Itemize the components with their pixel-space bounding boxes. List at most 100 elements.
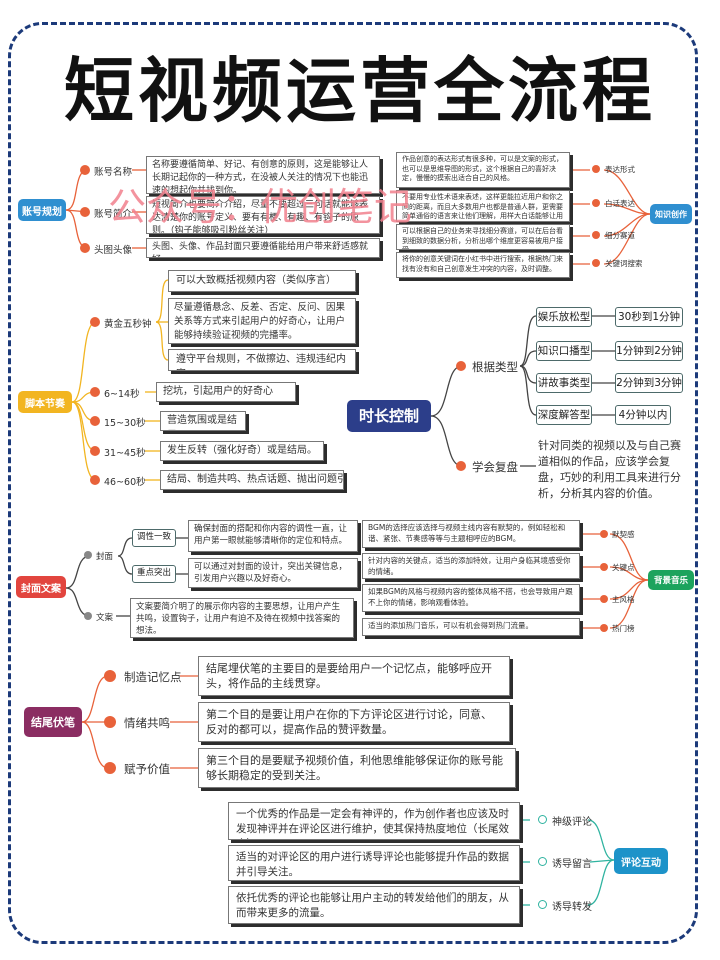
- guide-message-label: 诱导留言: [552, 859, 592, 870]
- account-planning-node: 账号规划: [18, 199, 66, 221]
- keyword-search-label: 关键词搜索: [605, 259, 643, 268]
- bullet-icon: [600, 563, 608, 571]
- knowledge-creation-node: 知识创作: [650, 204, 692, 224]
- cover-copy-node: 封面文案: [16, 576, 66, 598]
- type-deep-answer: 深度解答型: [536, 405, 592, 425]
- golden-five-text-2: 尽量遵循悬念、反差、否定、反问、因果关系等方式来引起用户的好奇心，让用户能够持续…: [168, 298, 356, 344]
- niche-track-text: 可以根据自己的业务来寻找细分赛道，可以在后台看到细致的数据分析，分析出哪个维度更…: [396, 224, 570, 250]
- page-title: 短视频运营全流程: [64, 50, 656, 132]
- niche-track-label: 细分赛道: [605, 231, 635, 240]
- expression-form-label: 表达形式: [605, 165, 635, 174]
- keyword-search-text: 将你的创意关键词在小红书中进行搜索，根据热门来找有没有和自己创意发生冲突的内容，…: [396, 252, 570, 278]
- copy-label: 文案: [96, 613, 114, 623]
- expression-form-text: 作品创意的表达形式有很多种，可以是文案的形式，也可以是思维导图的形式，这个根据自…: [396, 152, 570, 188]
- bullet-icon: [84, 551, 92, 559]
- guide-forward-label: 诱导转发: [552, 902, 592, 913]
- bullet-icon: [592, 259, 600, 267]
- stage-31-45-label: 31~45秒: [104, 448, 146, 459]
- stage-6-14-label: 6~14秒: [104, 389, 140, 400]
- stage-15-30-text: 营造氛围或是结局。: [160, 411, 246, 431]
- ending-foreshadow-node: 结尾伏笔: [24, 707, 82, 737]
- bullet-icon: [538, 900, 547, 909]
- bullet-icon: [456, 461, 466, 471]
- bullet-icon: [104, 670, 116, 682]
- stage-15-30-label: 15~30秒: [104, 418, 146, 429]
- highlight-key-text: 可以通过对封面的设计，突出关键信息，引发用户兴趣以及好奇心。: [188, 558, 358, 588]
- stage-46-60-label: 46~60秒: [104, 477, 146, 488]
- hot-list-text: 适当的添加热门音乐，可以有机会得到热门流量。: [362, 618, 580, 636]
- tacit-text: BGM的选择应该选择与视频主线内容有默契的，例如轻松和谐、紧张、节奏感等等与主题…: [362, 520, 580, 548]
- bullet-icon: [600, 530, 608, 538]
- duration-entertainment: 30秒到1分钟: [615, 307, 683, 327]
- bullet-icon: [538, 857, 547, 866]
- type-knowledge: 知识口播型: [536, 341, 592, 361]
- emotional-resonance-text: 第二个目的是要让用户在你的下方评论区进行讨论，同意、反对的都可以，提高作品的赞评…: [198, 702, 510, 742]
- golden-five-text-1: 可以大致概括视频内容（类似序言）: [168, 270, 356, 292]
- bullet-icon: [592, 165, 600, 173]
- main-style-label: 主风格: [612, 595, 635, 604]
- stage-6-14-text: 挖坑，引起用户的好奇心: [156, 382, 296, 402]
- tacit-label: 默契感: [612, 530, 635, 539]
- comment-interaction-node: 评论互动: [614, 848, 668, 874]
- golden-five-seconds-label: 黄金五秒钟: [104, 319, 152, 330]
- consistent-tone-label: 调性一致: [132, 529, 176, 547]
- key-point-text: 针对内容的关键点，适当的添加特效，让用户身临其境感受你的情绪。: [362, 553, 580, 579]
- type-entertainment: 娱乐放松型: [536, 307, 592, 327]
- bullet-icon: [90, 416, 100, 426]
- duration-deep-answer: 4分钟以内: [615, 405, 671, 425]
- give-value-label: 赋予价值: [124, 762, 170, 776]
- memory-point-text: 结尾埋伏笔的主要目的是要给用户一个记忆点，能够呼应开头，将作品的主线贯穿。: [198, 656, 510, 696]
- bullet-icon: [80, 243, 90, 253]
- plain-language-text: 不要用专业性术语来表述，这样更能拉近用户和你之间的距离，而且大多数用户也都是普通…: [396, 190, 570, 222]
- account-name-label: 账号名称: [94, 167, 133, 178]
- bullet-icon: [104, 762, 116, 774]
- god-comment-label: 神级评论: [552, 817, 592, 828]
- bullet-icon: [84, 612, 92, 620]
- consistent-tone-text: 确保封面的搭配和你内容的调性一直，让用户第一眼就能够清晰你的定位和特点。: [188, 520, 358, 552]
- god-comment-text: 一个优秀的作品是一定会有神评的，作为创作者也应该及时发现神评并在评论区进行维护，…: [228, 802, 520, 840]
- dashed-frame: [8, 22, 698, 944]
- stage-46-60-text: 结局、制造共鸣、热点话题、抛出问题引发讨论: [160, 470, 344, 490]
- plain-language-label: 白话表达: [605, 199, 635, 208]
- guide-forward-text: 依托优秀的评论也能够让用户主动的转发给他们的朋友，从而带来更多的流量。: [228, 886, 520, 924]
- bullet-icon: [80, 165, 90, 175]
- main-style-text: 如果BGM的风格与视频内容的整体风格不搭，也会导致用户跟不上你的情绪，影响观看体…: [362, 584, 580, 612]
- account-avatar-label: 头图头像: [94, 245, 133, 256]
- key-point-label: 关键点: [612, 563, 635, 572]
- duration-knowledge: 1分钟到2分钟: [615, 341, 683, 361]
- duration-control-node: 时长控制: [347, 400, 431, 432]
- duration-story: 2分钟到3分钟: [615, 373, 683, 393]
- bullet-icon: [456, 361, 466, 371]
- golden-five-text-3: 遵守平台规则，不做擦边、违规违纪内容。: [168, 349, 356, 371]
- account-intro-text: 短视简介也要简介介绍，尽量不要超过三句话就能够表达清楚你的账号定义、要有有梗、有…: [146, 196, 380, 234]
- bullet-icon: [90, 387, 100, 397]
- account-avatar-text: 头图、头像、作品封面只要遵循能给用户带来舒适感就好。: [146, 238, 380, 258]
- emotional-resonance-label: 情绪共鸣: [124, 716, 170, 730]
- account-name-text: 名称要遵循简单、好记、有创意的原则，这是能够让人长期记起你的一种方式，在没被人关…: [146, 156, 380, 194]
- hot-list-label: 热门榜: [612, 624, 635, 633]
- bullet-icon: [592, 199, 600, 207]
- learn-review-label: 学会复盘: [472, 460, 518, 474]
- highlight-key-label: 重点突出: [132, 565, 176, 583]
- by-type-label: 根据类型: [472, 360, 518, 374]
- memory-point-label: 制造记忆点: [124, 670, 182, 684]
- type-story: 讲故事类型: [536, 373, 592, 393]
- guide-message-text: 适当的对评论区的用户进行诱导评论也能够提升作品的数据并引导关注。: [228, 845, 520, 881]
- cover-label: 封面: [96, 552, 114, 562]
- bullet-icon: [104, 716, 116, 728]
- bullet-icon: [592, 231, 600, 239]
- background-music-node: 背景音乐: [648, 570, 694, 590]
- copy-text: 文案要简介明了的展示你内容的主要思想，让用户产生共鸣，设置钩子，让用户有迫不及待…: [130, 598, 354, 638]
- give-value-text: 第三个目的是要赋予视频价值，利他思维能够保证你的账号能够长期稳定的受到关注。: [198, 748, 516, 788]
- bullet-icon: [90, 446, 100, 456]
- account-intro-label: 账号简介: [94, 209, 133, 220]
- bullet-icon: [600, 595, 608, 603]
- stage-31-45-text: 发生反转（强化好奇）或是结局。: [160, 441, 324, 461]
- bullet-icon: [90, 317, 100, 327]
- bullet-icon: [538, 815, 547, 824]
- bullet-icon: [600, 624, 608, 632]
- bullet-icon: [80, 207, 90, 217]
- script-rhythm-node: 脚本节奏: [18, 391, 72, 413]
- bullet-icon: [90, 475, 100, 485]
